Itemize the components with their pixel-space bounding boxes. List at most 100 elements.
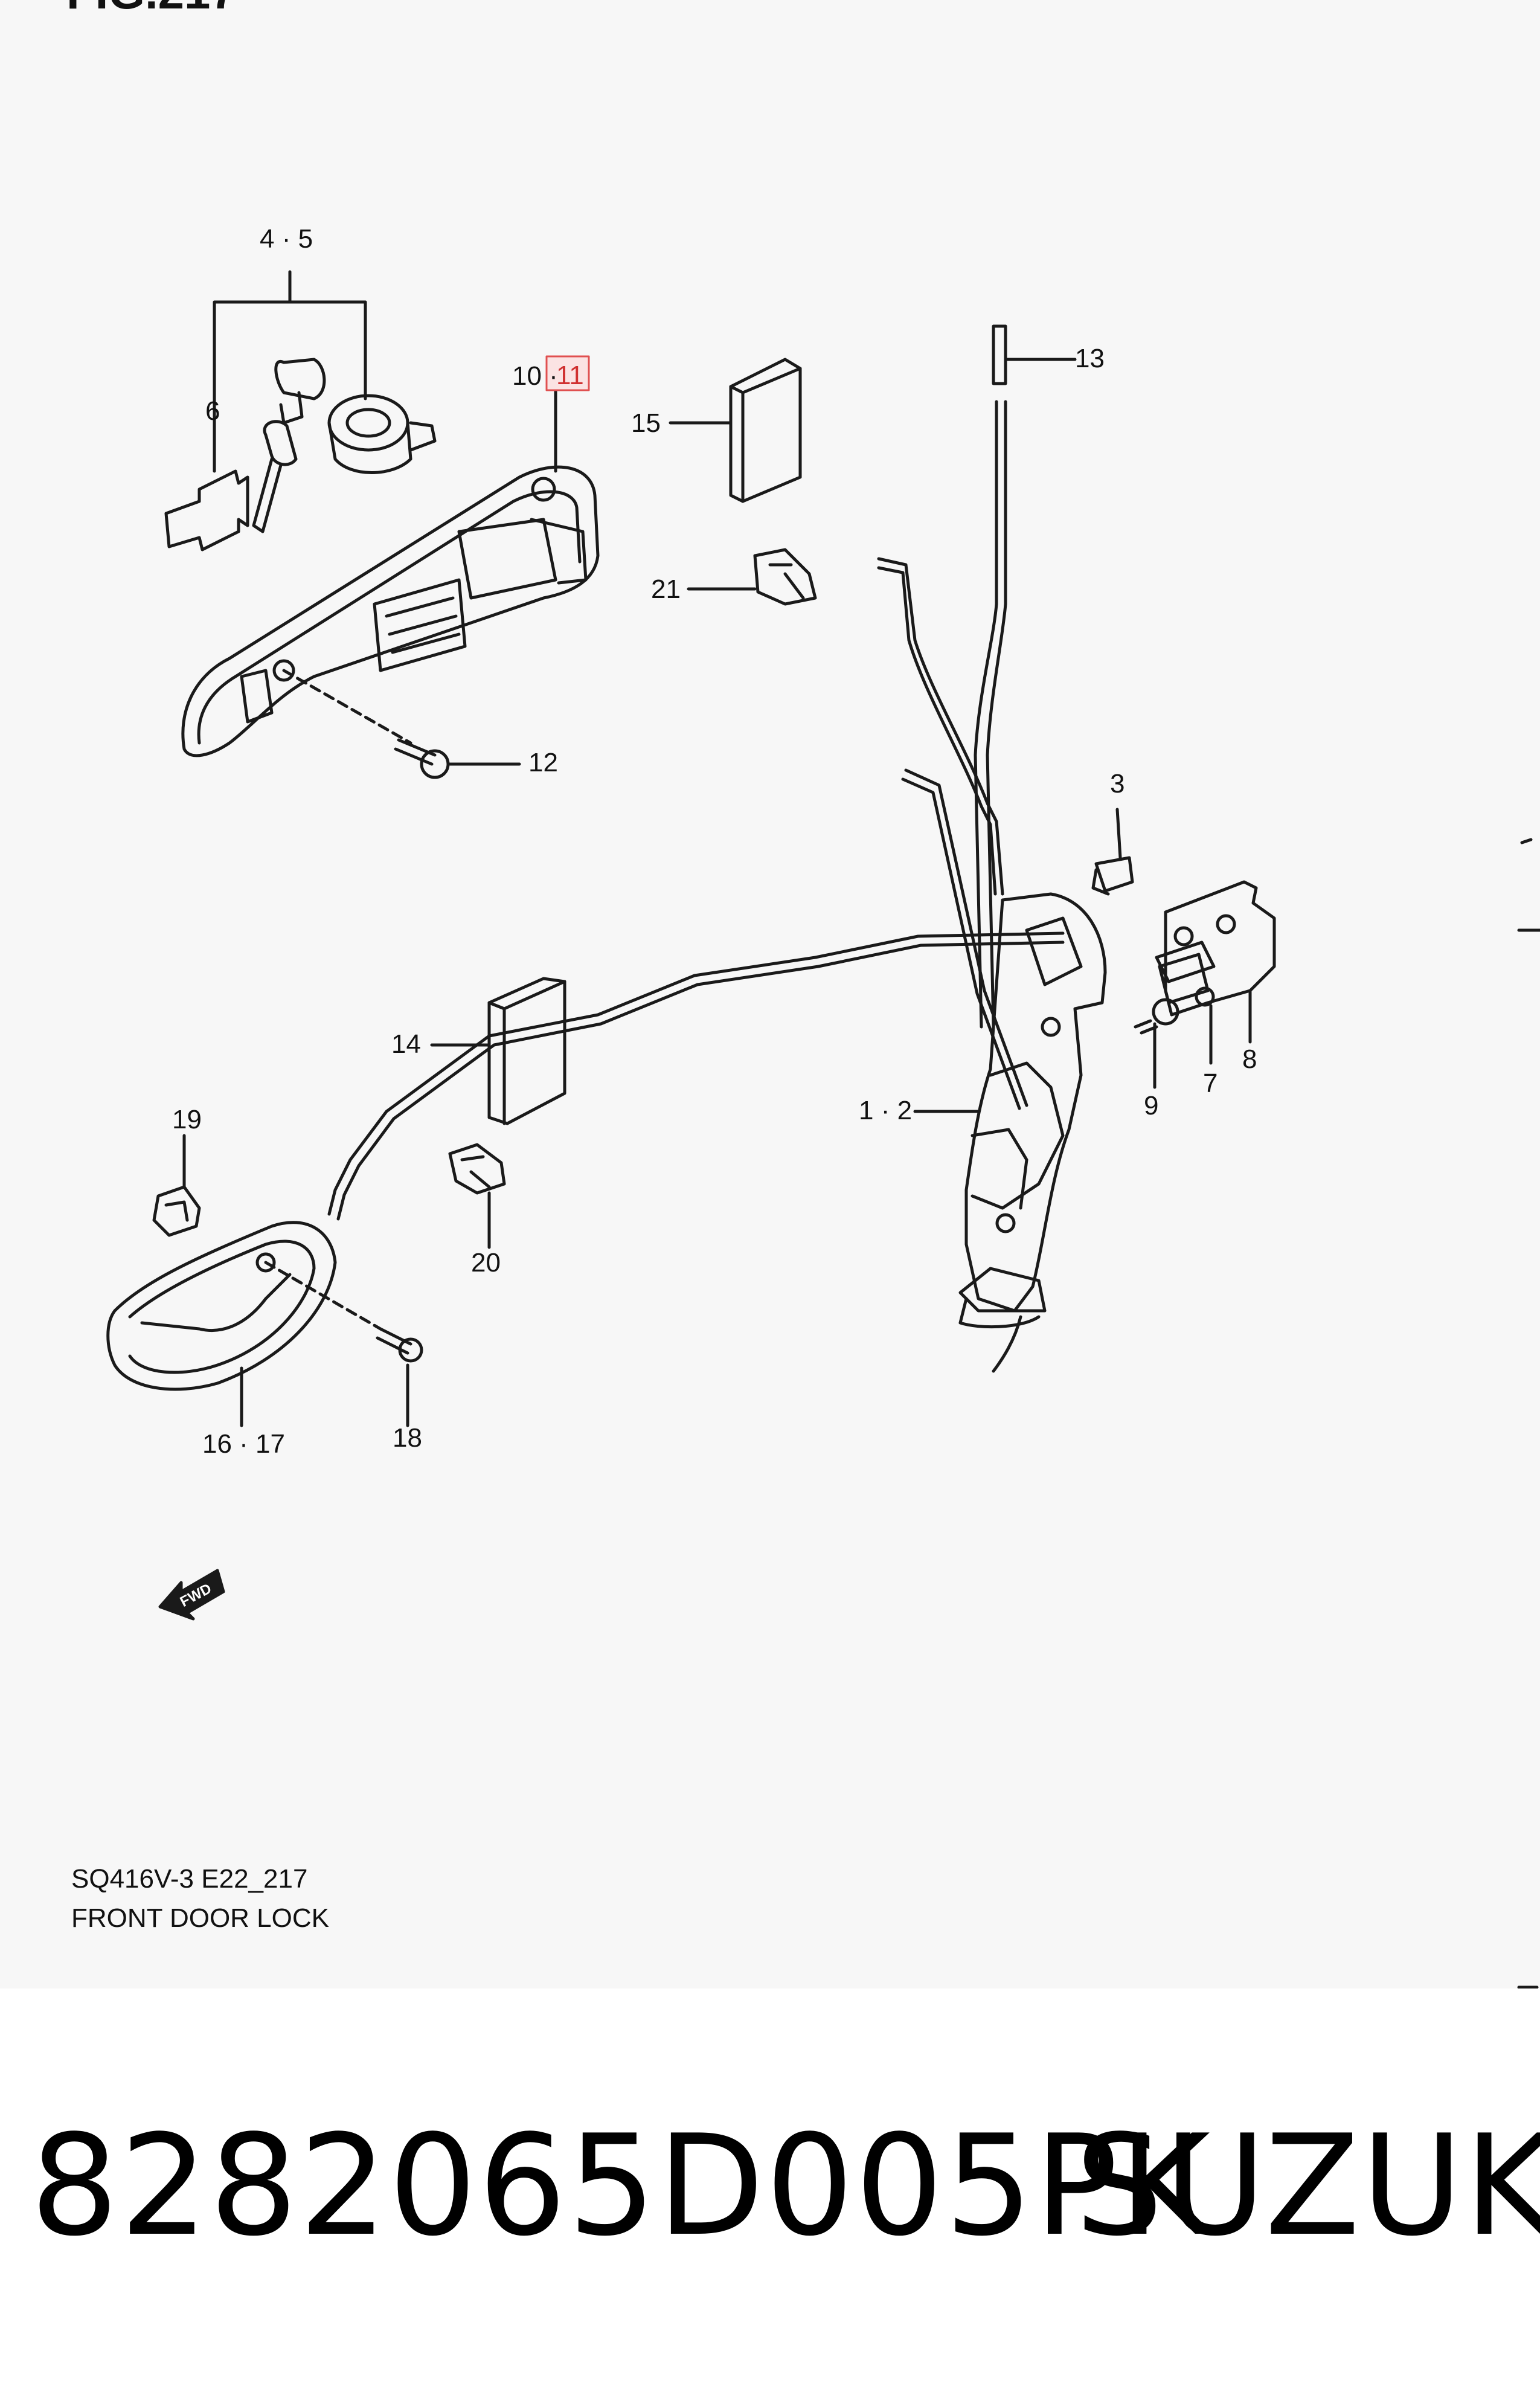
inside-handle-cable-outline <box>336 940 1065 1221</box>
handle-screw-hole <box>272 659 295 682</box>
lock-rod-upper-outline <box>877 566 997 896</box>
clip-20 <box>448 1143 506 1249</box>
rod-13-end <box>992 324 1007 385</box>
callout-16-17: 16 · 17 <box>202 1429 285 1459</box>
key-blade-2 <box>252 457 283 533</box>
outside-handle-body <box>181 465 600 757</box>
rod-13-shaft-outline <box>986 400 1007 1029</box>
handle-pivot-hole <box>531 477 556 502</box>
screw-3 <box>1091 808 1134 896</box>
pad-15 <box>669 358 802 503</box>
diagram-name: FRONT DOOR LOCK <box>71 1903 329 1933</box>
callout-9: 9 <box>1144 1091 1158 1120</box>
striker-plate-8 <box>1164 880 1276 1017</box>
inside-handle-lever <box>140 1273 292 1333</box>
inside-door-handle <box>106 1221 382 1427</box>
lock-cylinder-body <box>327 394 409 452</box>
leader-3 <box>1115 808 1122 860</box>
diagram-code: SQ416V-3 E22_217 <box>71 1864 307 1894</box>
clip-21-detail <box>768 563 805 600</box>
lock-actuator-wire <box>992 1315 1022 1373</box>
fwd-arrow-shape <box>158 1569 225 1621</box>
handle-end-block <box>240 669 274 724</box>
screw-18-head <box>398 1337 423 1363</box>
striker-hole-3 <box>1195 986 1215 1007</box>
exploded-parts-diagram: FIG.217 <box>66 0 1540 1989</box>
pad-14-body <box>487 977 566 1125</box>
lock-actuator-motor-detail <box>971 1128 1028 1210</box>
screw-axis-18 <box>264 1261 382 1331</box>
parts-diagram-panel: FIG.217 <box>66 0 1540 1989</box>
outside-door-handle <box>181 385 600 757</box>
handle-lever-side <box>530 518 588 585</box>
key-cylinder-assembly <box>164 270 437 551</box>
callout-18: 18 <box>393 1423 422 1453</box>
callout-11: 11 <box>556 361 584 390</box>
lock-cylinder-face <box>345 408 391 438</box>
rod-13-shaft <box>974 400 998 1029</box>
pad-15-body <box>729 358 802 503</box>
callout-7: 7 <box>1203 1069 1218 1098</box>
inside-handle-cable <box>327 931 1065 1216</box>
lock-rod-upper <box>877 557 1004 896</box>
screw-axis-12 <box>282 669 412 745</box>
actuator-pivot-2 <box>995 1213 1016 1233</box>
figure-title: FIG.217 <box>66 0 237 19</box>
door-striker-assembly <box>1155 880 1276 1065</box>
striker-hole-2 <box>1216 914 1236 934</box>
key-head-1 <box>274 358 326 400</box>
striker-plate-7 <box>1158 953 1210 1005</box>
lock-rod-left <box>904 768 1028 1107</box>
striker-loop <box>1155 940 1216 983</box>
handle-lever-block <box>457 518 557 600</box>
screw-12-head <box>420 749 450 779</box>
callout-10: 10 · <box>512 361 558 391</box>
callout-1-2: 1 · 2 <box>859 1096 912 1125</box>
clip-21-body <box>753 548 817 606</box>
retainer-clip-6 <box>164 469 249 551</box>
door-lock-actuator <box>913 892 1107 1373</box>
callout-13: 13 <box>1075 344 1105 373</box>
lock-cylinder-barrel <box>327 421 412 474</box>
callout-bracket-4-5 <box>213 270 367 400</box>
edge-mark-right <box>1517 838 1540 932</box>
callout-19: 19 <box>172 1105 202 1134</box>
striker-hole-1 <box>1173 926 1194 947</box>
screw-18 <box>376 1327 423 1427</box>
inside-handle-bezel <box>106 1221 337 1391</box>
callout-20: 20 <box>471 1248 501 1278</box>
outside-handle-inner-edge <box>197 490 582 745</box>
clip-20-detail <box>460 1155 491 1189</box>
lock-rod-left-outline <box>901 777 1021 1110</box>
pad-15-edges <box>729 367 802 503</box>
key-shank-1 <box>279 391 304 425</box>
part-info-footer <box>0 1989 1540 2392</box>
lock-actuator-motor <box>971 1061 1065 1210</box>
screw-12 <box>394 738 521 779</box>
lock-actuator-top-block <box>1025 916 1083 986</box>
part-number: 8282065D005PK <box>30 2106 1211 2267</box>
callout-12: 12 <box>528 748 558 777</box>
clip-19-body <box>152 1185 201 1237</box>
fwd-arrow-icon <box>158 1569 225 1621</box>
lock-actuator-connector-base <box>958 1297 1041 1329</box>
callout-11-highlight <box>545 355 590 391</box>
inside-handle-inner-rim <box>128 1239 316 1374</box>
lock-actuator-connector <box>958 1267 1047 1313</box>
callout-6: 6 <box>205 396 220 426</box>
screw-9 <box>1134 998 1179 1089</box>
pad-14-edges <box>487 980 566 1125</box>
callout-21: 21 <box>651 574 681 604</box>
inside-handle-screw-hole <box>255 1252 276 1273</box>
clip-21 <box>687 548 817 606</box>
screw-9-head <box>1152 998 1179 1026</box>
callout-15: 15 <box>631 408 661 438</box>
lock-cylinder-tab <box>409 421 437 452</box>
callout-4-5: 4 · 5 <box>260 224 313 254</box>
handle-linkage-ribs <box>385 596 461 654</box>
handle-linkage <box>373 578 467 672</box>
key-head-2 <box>263 420 298 466</box>
screw-3-head <box>1094 856 1134 893</box>
clip-20-body <box>448 1143 506 1195</box>
